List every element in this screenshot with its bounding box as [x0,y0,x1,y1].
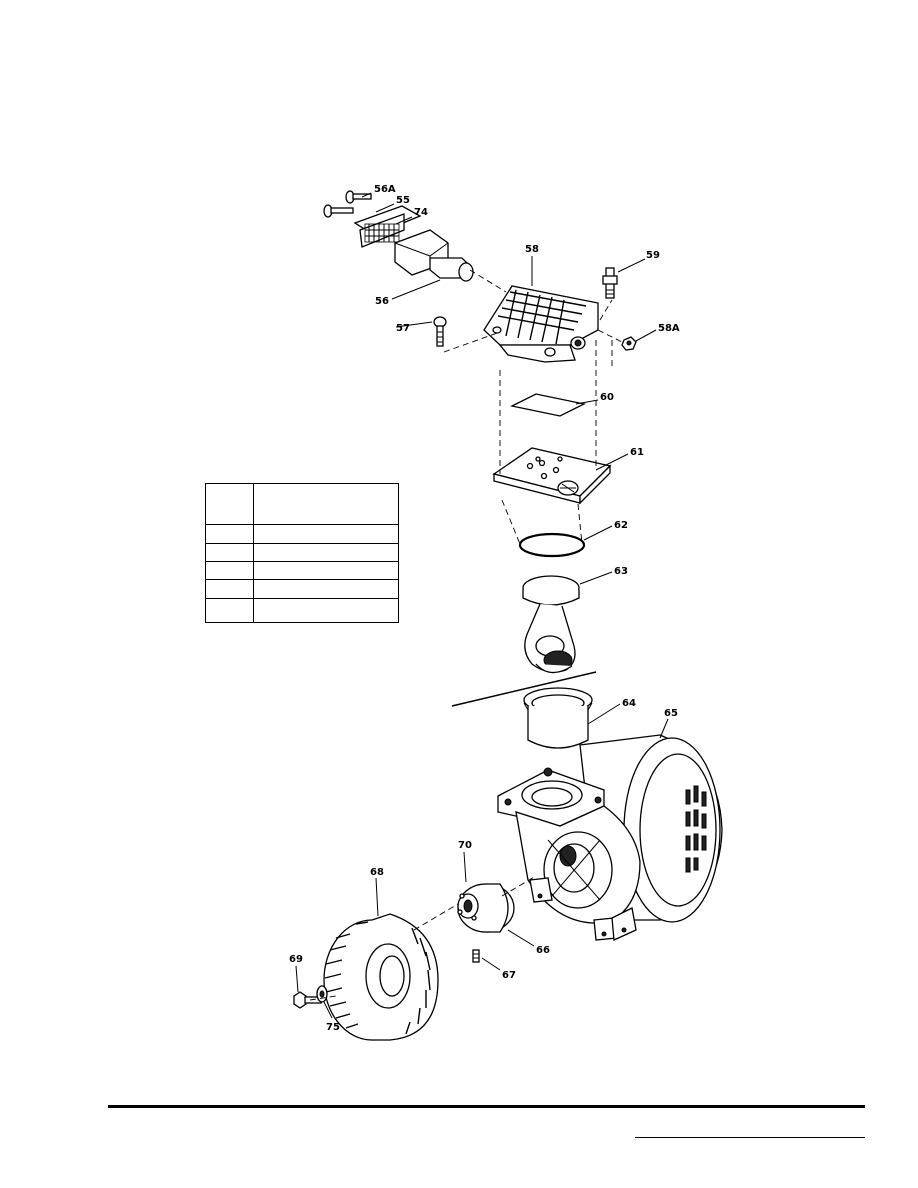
screw-56a-upper [345,190,372,204]
assembly-lines [309,269,623,1001]
callout-62: 62 [614,520,628,531]
filter-element-74 [364,223,400,243]
cylinder-head-58 [483,285,599,363]
callout-58a: 58A [658,323,680,334]
callout-55: 55 [396,195,410,206]
o-ring-62 [518,532,586,558]
intake-filter-assembly [323,190,474,282]
callout-69: 69 [289,954,303,965]
callout-65: 65 [664,708,678,719]
callout-labels: 56A 55 74 58 59 56 57 58A 60 61 62 63 64… [289,184,680,1033]
callout-70: 70 [458,840,472,851]
eccentric-hub-66 [457,883,515,933]
head-bolt-57 [433,316,447,347]
parts-list-table [205,483,399,623]
table-column-divider [253,484,254,622]
footer-sub-rule [635,1137,865,1138]
cooling-fan-68 [323,913,439,1041]
footer-rule [108,1105,865,1108]
motor-crankcase-65 [497,734,723,941]
callout-67: 67 [502,970,516,981]
table-row [206,524,398,525]
cylinder-sleeve-64 [523,687,593,749]
table-row [206,543,398,544]
callout-74: 74 [414,207,428,218]
nut-58a [621,336,637,351]
callout-56a: 56A [374,184,396,195]
callout-59: 59 [646,250,660,261]
table-row [206,579,398,580]
leader-lines [295,192,669,1019]
valve-reed-60 [510,393,586,417]
piston-rod-63 [522,575,580,674]
callout-63: 63 [614,566,628,577]
screw-56a-lower [323,204,354,218]
callout-66: 66 [536,945,550,956]
callout-68: 68 [370,867,384,878]
table-row [206,598,398,599]
callout-57: 57 [396,323,410,334]
safety-valve-59 [602,267,618,299]
callout-58: 58 [525,244,539,255]
set-screw-67 [472,949,480,963]
washer-75 [316,985,328,1003]
callout-61: 61 [630,447,644,458]
section-line [451,671,597,707]
valve-plate-61 [492,447,612,505]
callout-60: 60 [600,392,614,403]
callout-56: 56 [375,296,389,307]
table-row [206,561,398,562]
callout-64: 64 [622,698,636,709]
callout-75: 75 [326,1022,340,1033]
